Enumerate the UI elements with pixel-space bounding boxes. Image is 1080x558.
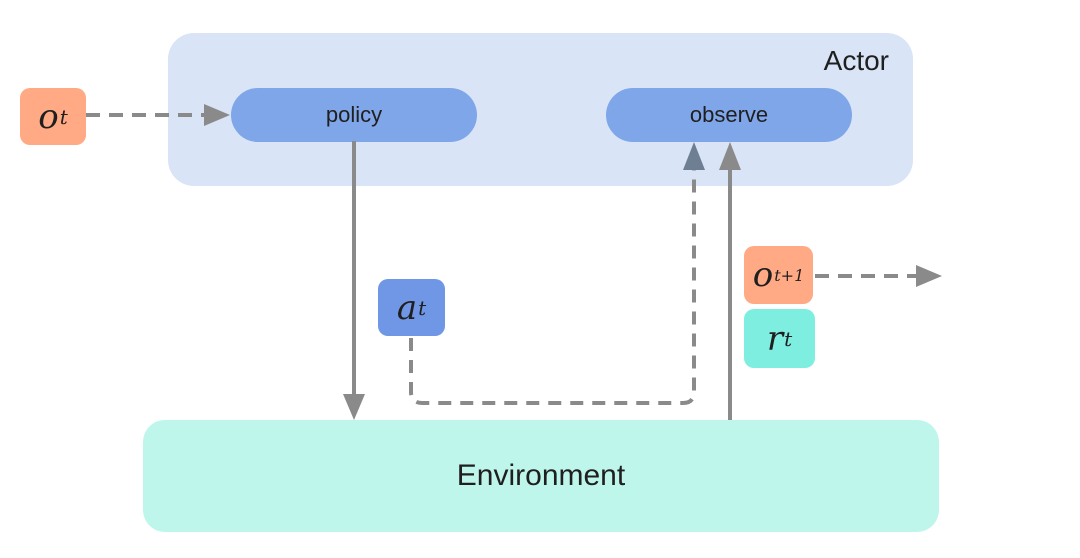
reward-t-sub: t <box>784 326 793 351</box>
environment-box: Environment <box>143 420 939 532</box>
observe-node: observe <box>606 88 852 142</box>
action-to-observe-arrow-head <box>683 142 705 170</box>
action-to-observe-arrow-line <box>409 170 696 405</box>
observation-t-base: o <box>38 96 59 137</box>
observation-t1-base: o <box>752 255 774 295</box>
obs-to-policy-arrow-head <box>204 104 230 126</box>
observation-t1-sub: t+1 <box>774 265 805 285</box>
action-t-sub: t <box>418 295 427 320</box>
actor-label: Actor <box>823 45 889 76</box>
reward-t-base: r <box>766 318 784 359</box>
environment-to-observe-arrow-head <box>719 142 741 170</box>
policy-to-environment-arrow-head <box>343 394 365 420</box>
policy-node: policy <box>231 88 477 142</box>
observation-t-sub: t <box>59 104 68 129</box>
action-t-base: a <box>396 287 418 328</box>
next-obs-out-arrow-head <box>916 265 942 287</box>
